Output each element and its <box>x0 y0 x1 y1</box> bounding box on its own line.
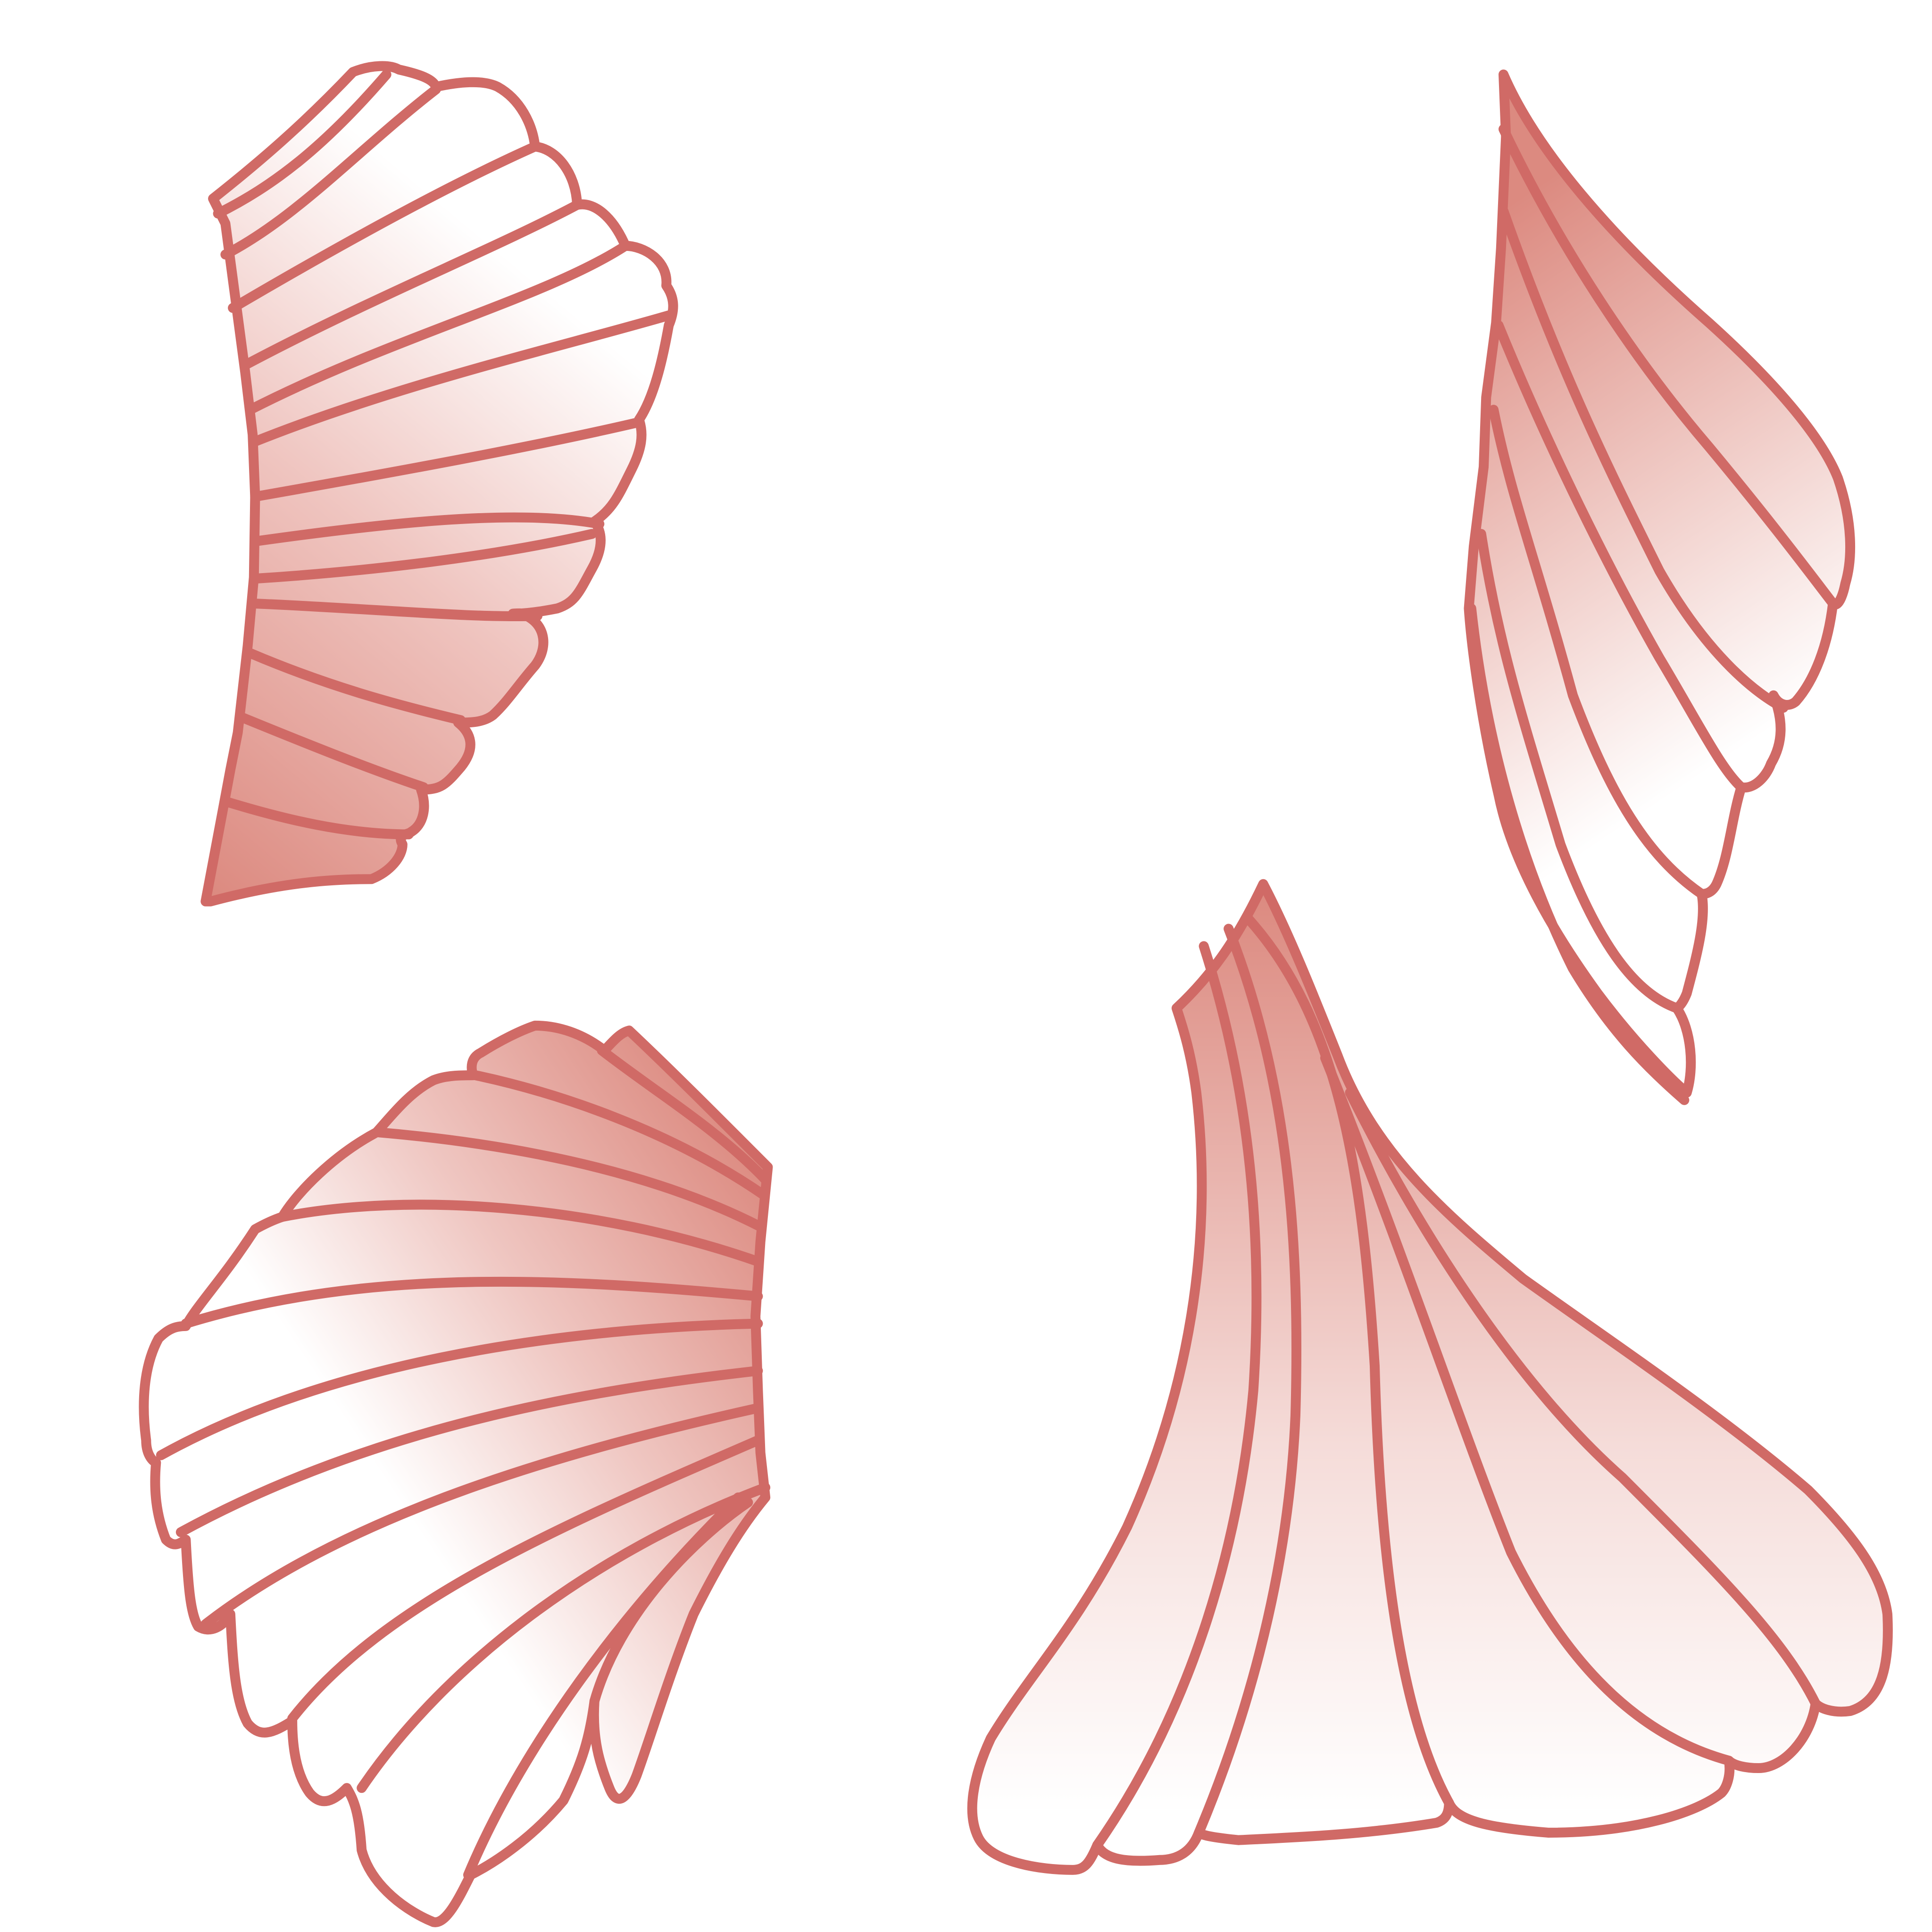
feather-edge <box>357 1482 771 1793</box>
feather-edge <box>250 417 644 502</box>
feather-edge <box>223 797 414 840</box>
feather-edge <box>245 648 466 725</box>
feather-edge <box>1493 320 1747 792</box>
feather-edge <box>240 200 583 370</box>
feather-edge <box>175 1366 763 1537</box>
feather-edge <box>1476 529 1682 1014</box>
feather-edge <box>287 1435 763 1724</box>
feather-edge <box>1499 206 1789 713</box>
feather-edge <box>250 512 605 547</box>
feather-edge <box>213 69 391 219</box>
feather-edge <box>238 712 429 792</box>
feather-edge <box>181 1276 763 1329</box>
wing-top-left <box>200 61 678 907</box>
feather-edge <box>1092 941 1262 1850</box>
feather-edge <box>220 84 441 260</box>
feather-edge <box>1466 603 1690 1105</box>
wing-bottom-left <box>139 1020 773 1927</box>
wing-top-right <box>1464 69 1856 1105</box>
feather-edge <box>277 1199 763 1267</box>
feather-edge <box>1489 405 1707 899</box>
feather-edge <box>1499 124 1838 608</box>
feather-edge <box>200 1403 763 1629</box>
feather-edge <box>1345 1087 1821 1709</box>
feather-edge <box>470 1070 768 1199</box>
feather-edge <box>1194 924 1302 1838</box>
feather-edge <box>1243 914 1454 1808</box>
feather-edge <box>597 1045 771 1185</box>
wing-top-right-body <box>1464 69 1856 1098</box>
feather-edge <box>1320 1053 1734 1766</box>
wing-bottom-right <box>967 879 1893 1875</box>
feather-edge <box>589 1497 753 1706</box>
feather-edge <box>249 310 674 447</box>
feather-edge <box>250 529 597 584</box>
feather-edge <box>374 1127 766 1232</box>
wing-bottom-right-body <box>967 879 1893 1875</box>
feather-edge <box>156 1318 763 1460</box>
feather-edge <box>228 142 540 313</box>
feather-edge <box>245 241 631 415</box>
feather-edge <box>248 598 543 622</box>
